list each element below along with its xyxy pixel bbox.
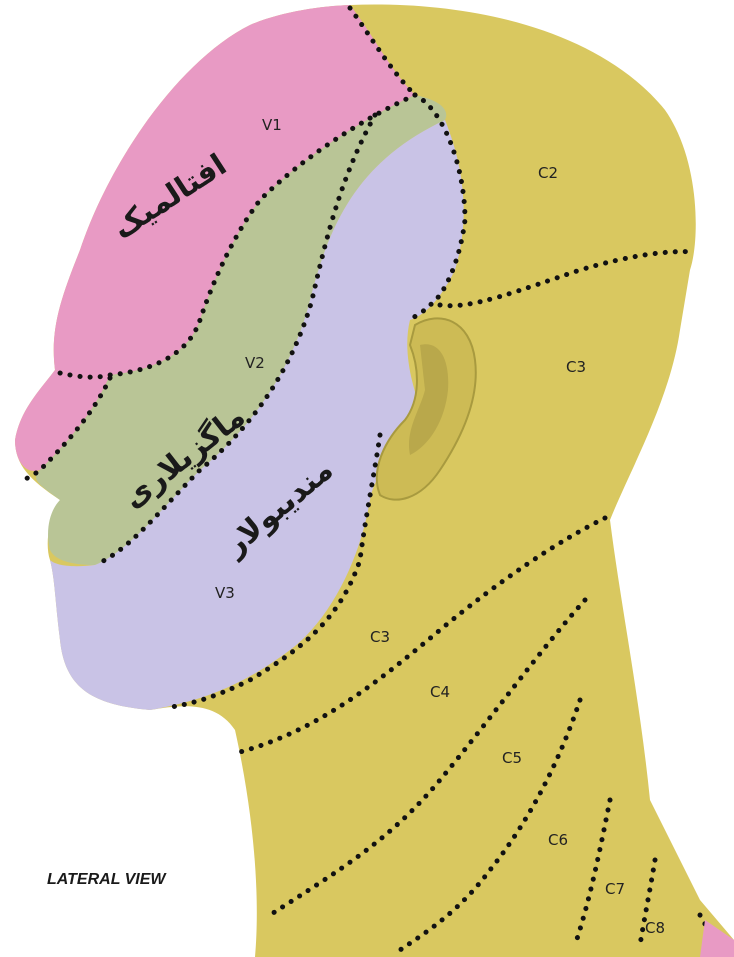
c4-label: C4 [430,683,450,701]
c2-label: C2 [538,164,558,182]
c5-label: C5 [502,749,522,767]
c6-label: C6 [548,831,568,849]
v1-code-label: V1 [262,116,282,134]
view-label: LATERAL VIEW [47,871,167,888]
c3-neck-label: C3 [370,628,390,646]
c3-head-label: C3 [566,358,586,376]
c8-label: C8 [645,919,665,937]
v3-code-label: V3 [215,584,235,602]
v2-code-label: V2 [245,354,265,372]
c7-label: C7 [605,880,625,898]
